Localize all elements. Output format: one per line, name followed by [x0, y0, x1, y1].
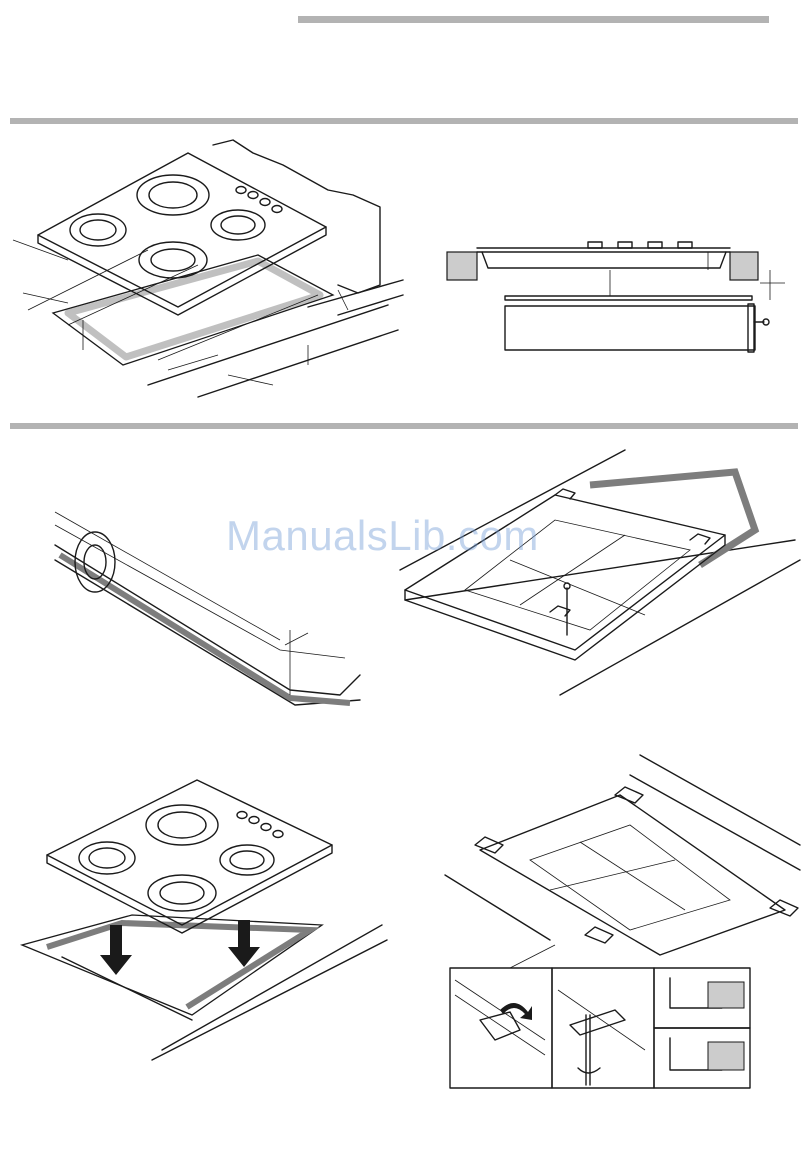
- control-knob-icon: [248, 192, 258, 199]
- rotate-arrow-icon: [500, 1003, 532, 1020]
- control-knob-icon: [272, 206, 282, 213]
- figure-cutout-dimensions: [8, 135, 408, 405]
- clip-icon: [585, 927, 613, 943]
- figure-side-section: [440, 230, 790, 360]
- section-divider-2: [10, 423, 798, 429]
- header-rule: [298, 16, 769, 23]
- clip-icon: [690, 534, 710, 544]
- hotplate-icon: [211, 210, 265, 240]
- watermark: ManualsLib.com: [226, 512, 596, 562]
- hotplate-icon: [70, 214, 126, 246]
- control-knob-icon: [260, 199, 270, 206]
- figure-clip-mount-underside: [395, 440, 805, 705]
- hob-icon: [38, 153, 326, 315]
- clip-icon: [475, 837, 503, 853]
- figure-insert-hob: [12, 775, 392, 1065]
- control-knob-icon: [236, 187, 246, 194]
- hotplate-icon: [139, 242, 207, 278]
- hotplate-icon: [137, 175, 209, 215]
- rotate-arrow-icon: [578, 1068, 600, 1073]
- figure-clip-adjust: [440, 750, 805, 1095]
- tape-roll-icon: [75, 532, 115, 592]
- section-divider-1: [10, 118, 798, 124]
- arrow-down-icon: [100, 925, 132, 975]
- screw-icon: [586, 1015, 590, 1085]
- hob-icon: [47, 780, 332, 933]
